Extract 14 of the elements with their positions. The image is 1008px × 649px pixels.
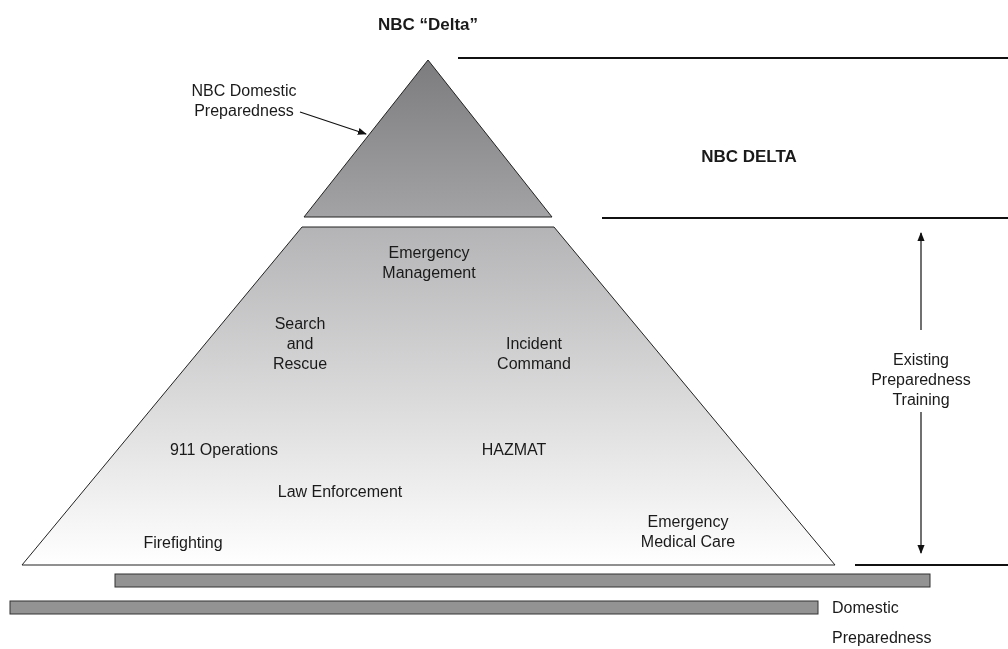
leader-line <box>299 111 367 135</box>
callout-text: NBC Domestic Preparedness <box>190 81 298 121</box>
pyramid-label: Firefighting <box>142 533 224 553</box>
bar-caption: Domestic Preparedness <box>832 598 933 648</box>
bracket-label: Existing Preparedness Training <box>870 350 972 410</box>
pyramid-label: Incident Command <box>496 334 572 374</box>
pyramid-label: Law Enforcement <box>276 482 404 502</box>
diagram-title: NBC “Delta” <box>376 15 480 35</box>
pyramid-label: Emergency Medical Care <box>639 512 737 552</box>
pyramid-label: 911 Operations <box>168 440 280 460</box>
pyramid-label: Emergency Management <box>381 243 477 283</box>
section-label: NBC DELTA <box>700 147 798 167</box>
pyramid-label: Search and Rescue <box>271 314 329 374</box>
pyramid-label: HAZMAT <box>480 440 548 460</box>
